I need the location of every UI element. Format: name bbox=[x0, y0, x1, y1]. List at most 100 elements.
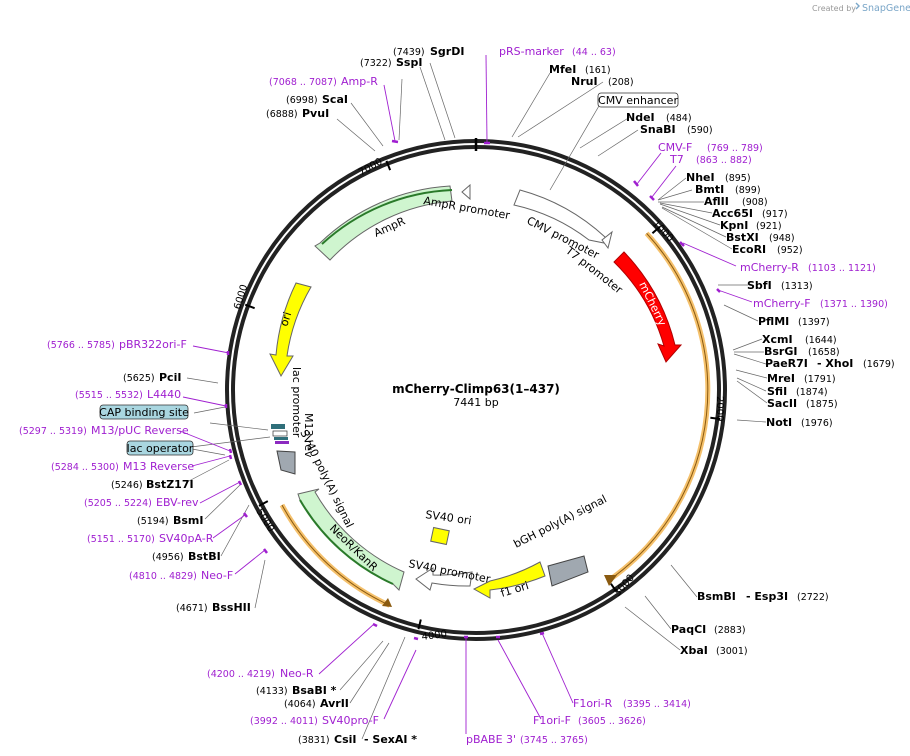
primer-m13puc-rev[interactable]: M13/pUC Reverse bbox=[91, 424, 189, 437]
site-bstz17i[interactable]: BstZ17I bbox=[146, 478, 194, 491]
site-kpni-pos: (921) bbox=[756, 221, 782, 232]
sites-right: MfeI (161) NruI (208) NdeI (484) SnaBI (… bbox=[549, 63, 895, 657]
site-bsmi[interactable]: BsmI bbox=[173, 514, 204, 527]
site-csii[interactable]: CsiI bbox=[334, 733, 356, 746]
ori-arrow[interactable] bbox=[269, 282, 312, 378]
site-xbai[interactable]: XbaI bbox=[680, 644, 708, 657]
snapgene-logo-icon bbox=[855, 2, 860, 10]
mcherry-orf-arrow-icon bbox=[604, 575, 617, 586]
box-lac-operator[interactable]: lac operator bbox=[126, 440, 194, 456]
site-bsrgi[interactable]: BsrGI bbox=[764, 345, 797, 358]
site-bsmbi[interactable]: BsmBI bbox=[697, 590, 736, 603]
site-esp3i-pos: (2722) bbox=[797, 592, 829, 603]
site-bstbi-pos: (4956) bbox=[152, 552, 184, 563]
site-sspi[interactable]: SspI bbox=[396, 56, 422, 69]
site-noti-pos: (1976) bbox=[801, 418, 833, 429]
primer-pbr322ori-f[interactable]: pBR322ori-F bbox=[119, 338, 187, 351]
site-nrui[interactable]: NruI bbox=[571, 75, 598, 88]
site-xcmi[interactable]: XcmI bbox=[762, 333, 793, 346]
primer-neo-f-pos: (4810 .. 4829) bbox=[129, 571, 197, 582]
primer-neo-r[interactable]: Neo-R bbox=[280, 667, 314, 680]
site-scai-pos: (6998) bbox=[286, 95, 318, 106]
site-paqci[interactable]: PaqCI bbox=[671, 623, 706, 636]
site-paer7i[interactable]: PaeR7I bbox=[765, 357, 808, 370]
site-ndei[interactable]: NdeI bbox=[626, 111, 655, 124]
site-esp3i[interactable]: - Esp3I bbox=[746, 590, 788, 603]
site-acc65i[interactable]: Acc65I bbox=[712, 207, 753, 220]
site-scai[interactable]: ScaI bbox=[322, 93, 348, 106]
primer-prs-marker[interactable]: pRS-marker bbox=[499, 45, 564, 58]
site-sfii[interactable]: SfiI bbox=[767, 385, 787, 398]
site-mrei-pos: (1791) bbox=[804, 374, 836, 385]
tick-mark-4000 bbox=[417, 619, 422, 630]
primer-f1ori-f[interactable]: F1ori-F bbox=[533, 714, 571, 727]
tick-2000: 2000 bbox=[714, 396, 725, 421]
primer-t7[interactable]: T7 bbox=[669, 153, 684, 166]
primer-sv40pa-r-pos: (5151 .. 5170) bbox=[87, 534, 155, 545]
primer-sv40pro-f[interactable]: SV40pro-F bbox=[322, 714, 379, 727]
primer-mcherry-f[interactable]: mCherry-F bbox=[753, 297, 811, 310]
primer-pbr322ori-f-pos: (5766 .. 5785) bbox=[47, 340, 115, 351]
primer-pbabe-3-pos: (3745 .. 3765) bbox=[520, 735, 588, 746]
site-sbfi[interactable]: SbfI bbox=[747, 279, 772, 292]
site-xhoi[interactable]: - XhoI bbox=[817, 357, 853, 370]
site-bstbi[interactable]: BstBI bbox=[188, 550, 221, 563]
site-avrii[interactable]: AvrII bbox=[320, 697, 349, 710]
site-noti[interactable]: NotI bbox=[766, 416, 792, 429]
site-pflmi[interactable]: PflMI bbox=[758, 315, 789, 328]
site-nhei[interactable]: NheI bbox=[686, 171, 715, 184]
site-pflmi-pos: (1397) bbox=[798, 317, 830, 328]
site-ecori[interactable]: EcoRI bbox=[732, 243, 766, 256]
primer-m13-rev[interactable]: M13 Reverse bbox=[123, 460, 194, 473]
f1-ori-arrow[interactable] bbox=[472, 561, 546, 599]
ampr-arrow[interactable] bbox=[314, 185, 453, 261]
primer-neo-f[interactable]: Neo-F bbox=[201, 569, 233, 582]
site-snabi[interactable]: SnaBI bbox=[640, 123, 676, 136]
site-mfei[interactable]: MfeI bbox=[549, 63, 576, 76]
credit-prefix: Created by bbox=[812, 4, 856, 13]
neor-orf-arrow-icon bbox=[382, 598, 392, 607]
primer-ebv-rev[interactable]: EBV-rev bbox=[156, 496, 199, 509]
site-mrei[interactable]: MreI bbox=[767, 372, 795, 385]
site-pcii[interactable]: PciI bbox=[159, 371, 181, 384]
site-xbai-pos: (3001) bbox=[716, 646, 748, 657]
primer-mcherry-f-pos: (1371 .. 1390) bbox=[820, 299, 888, 310]
primer-f1ori-r[interactable]: F1ori-R bbox=[573, 697, 613, 710]
label-ampr-promoter: AmpR promoter bbox=[422, 194, 511, 222]
ruler-ticks bbox=[244, 160, 721, 630]
site-bstxi[interactable]: BstXI bbox=[726, 231, 759, 244]
site-sacii[interactable]: SacII bbox=[767, 397, 797, 410]
primer-sv40pa-r[interactable]: SV40pA-R bbox=[159, 532, 214, 545]
label-m13-rev: M13 rev bbox=[302, 413, 315, 458]
label-bgh-polya: bGH poly(A) signal bbox=[511, 492, 608, 550]
site-sexai[interactable]: - SexAI * bbox=[364, 733, 417, 746]
site-xhoi-pos: (1679) bbox=[863, 359, 895, 370]
tick-mark-6000 bbox=[244, 303, 255, 310]
primers: pRS-marker (44 .. 63) (7068 .. 7087) Amp… bbox=[19, 45, 888, 746]
site-aflii[interactable]: AflII bbox=[704, 195, 729, 208]
primer-m13-rev-pos: (5284 .. 5300) bbox=[51, 462, 119, 473]
site-bmti[interactable]: BmtI bbox=[695, 183, 724, 196]
primer-amp-r[interactable]: Amp-R bbox=[341, 75, 378, 88]
primer-amp-r-pos: (7068 .. 7087) bbox=[269, 77, 337, 88]
site-csii-pos: (3831) bbox=[298, 735, 330, 746]
site-bsabi[interactable]: BsaBI * bbox=[292, 684, 337, 697]
primer-l4440-pos: (5515 .. 5532) bbox=[75, 390, 143, 401]
sites-left: (7439) SgrDI (7322) SspI (6998) ScaI (68… bbox=[111, 45, 464, 746]
primer-mcherry-r[interactable]: mCherry-R bbox=[740, 261, 799, 274]
box-cmv-enhancer[interactable]: CMV enhancer bbox=[597, 92, 678, 108]
site-kpni[interactable]: KpnI bbox=[720, 219, 748, 232]
primer-pbabe-3[interactable]: pBABE 3' bbox=[466, 733, 516, 746]
primer-l4440[interactable]: L4440 bbox=[147, 388, 181, 401]
site-sgrdi[interactable]: SgrDI bbox=[430, 45, 464, 58]
primer-sv40pro-f-pos: (3992 .. 4011) bbox=[250, 716, 318, 727]
tick-7000: 7000 bbox=[357, 156, 385, 178]
box-cap-binding-site[interactable]: CAP binding site bbox=[99, 404, 189, 420]
mcherry-arrow[interactable] bbox=[613, 251, 683, 363]
primer-f1ori-r-pos: (3395 .. 3414) bbox=[623, 699, 691, 710]
primer-marks bbox=[224, 139, 721, 641]
primer-cmv-f[interactable]: CMV-F bbox=[658, 141, 692, 154]
site-bsshii[interactable]: BssHII bbox=[212, 601, 251, 614]
tick-mark-5000 bbox=[258, 500, 269, 507]
site-pvui[interactable]: PvuI bbox=[302, 107, 329, 120]
